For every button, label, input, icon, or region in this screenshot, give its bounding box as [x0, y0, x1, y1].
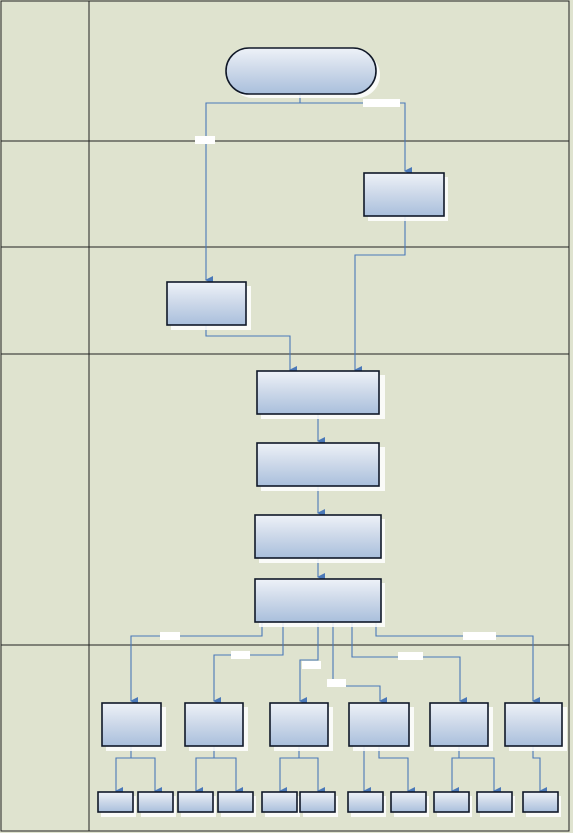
edge-label	[160, 632, 180, 640]
child-box	[504, 702, 567, 751]
leaf-box	[433, 791, 472, 817]
process-box	[363, 172, 448, 221]
leaf-box	[177, 791, 216, 817]
process-box	[166, 281, 251, 330]
child-box	[101, 702, 166, 751]
process-box	[256, 370, 385, 419]
child-box	[269, 702, 333, 751]
child-box	[429, 702, 493, 751]
process-box	[254, 514, 385, 563]
leaf-box	[217, 791, 256, 817]
leaf-box	[299, 791, 338, 817]
leaf-box	[476, 791, 515, 817]
edge-label	[398, 652, 423, 660]
edge-label	[363, 99, 400, 107]
child-box	[348, 702, 414, 751]
process-box	[254, 578, 385, 627]
leaf-box	[97, 791, 136, 817]
child-nodes	[101, 702, 567, 751]
process-nodes	[166, 172, 448, 627]
edge-label	[231, 651, 250, 659]
leaf-box	[522, 791, 561, 817]
start-terminator	[225, 47, 380, 98]
process-box	[256, 442, 385, 491]
edge-label	[463, 632, 496, 640]
leaf-box	[347, 791, 386, 817]
leaf-nodes	[97, 791, 561, 817]
leaf-box	[137, 791, 176, 817]
edge-labels	[160, 99, 496, 687]
edge-label	[195, 136, 215, 144]
leaf-box	[390, 791, 429, 817]
child-box	[184, 702, 248, 751]
leaf-box	[261, 791, 300, 817]
edge-label	[302, 661, 321, 669]
edge-label	[327, 679, 346, 687]
